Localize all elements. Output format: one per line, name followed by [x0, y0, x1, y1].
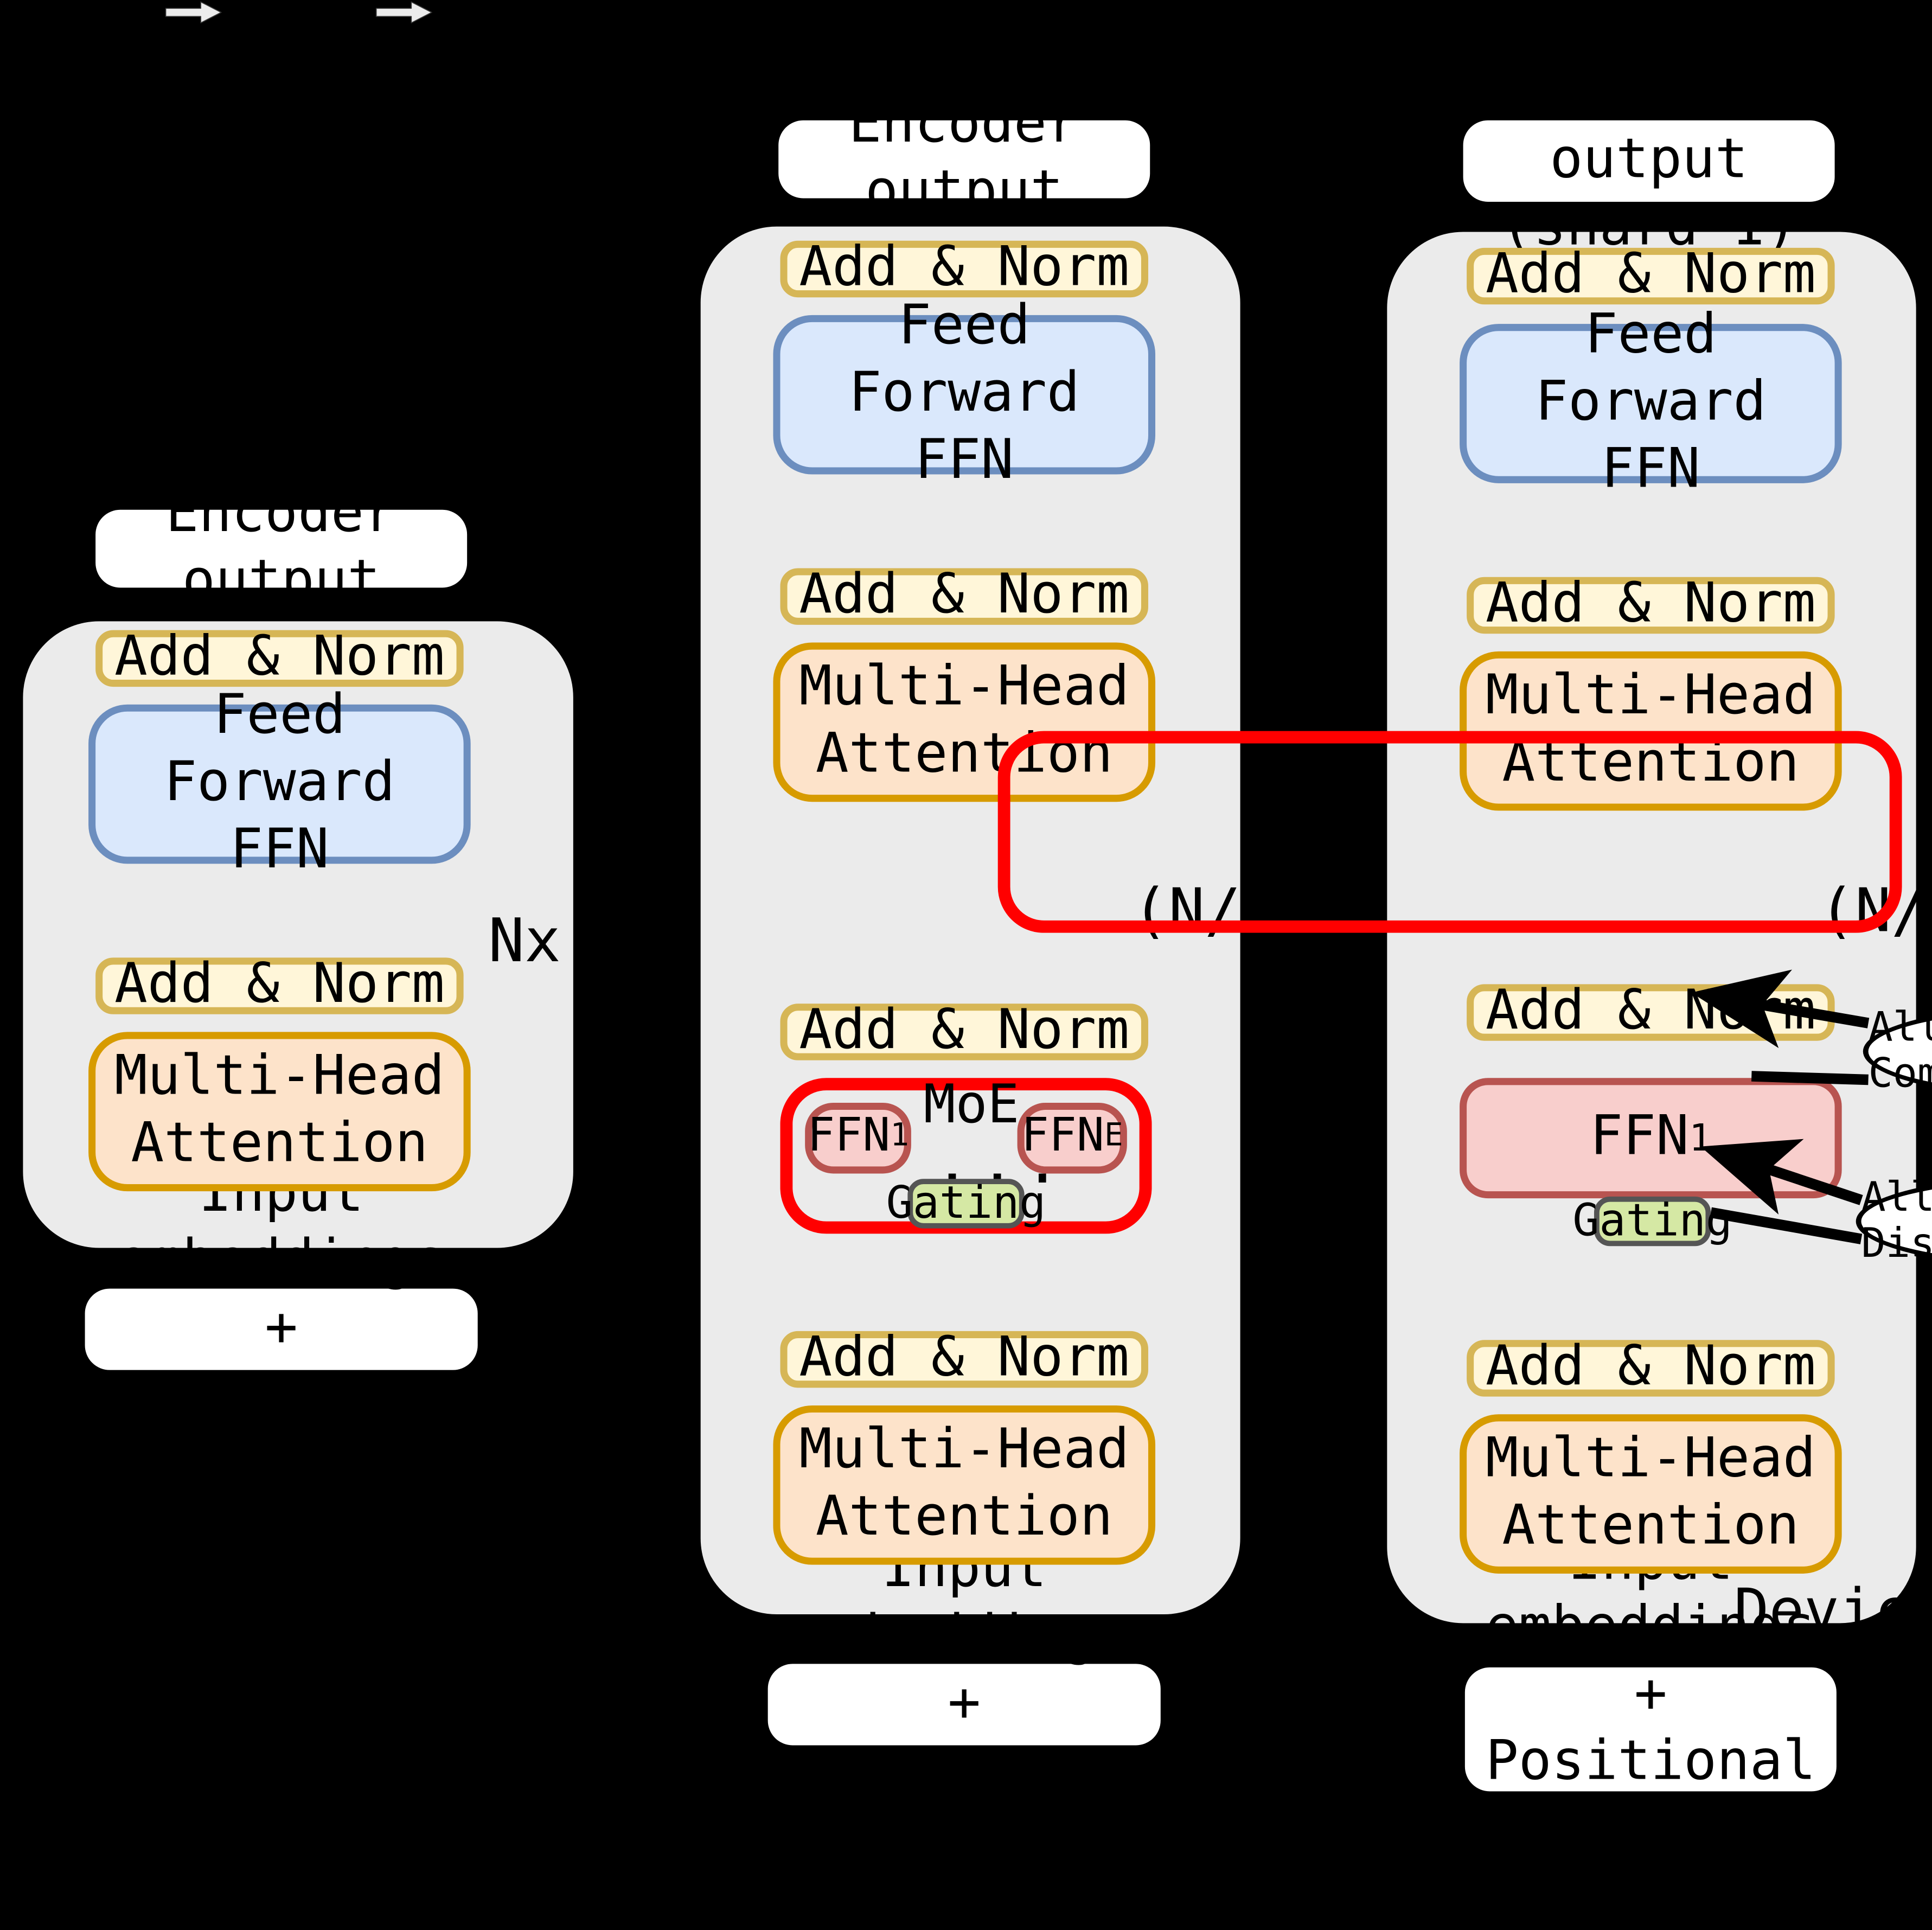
col2-moe-group	[780, 1078, 1152, 1234]
col2-input-embeddings: Input embeddings + Positional embeddings	[767, 1537, 1161, 1869]
col2-moe-label: MoE	[923, 1074, 1020, 1136]
col3-input-embeddings: Input embeddings + Positional embeddings…	[1464, 1529, 1837, 1927]
col3-add-norm-2: Add & Norm	[1467, 979, 1835, 1043]
col3-encoder-output: Encoder output (shard 1)	[1463, 61, 1835, 258]
col2-add-norm-4: Add & Norm	[780, 235, 1148, 299]
col2-encoder-output: Encoder output	[778, 92, 1150, 223]
col2-add-norm-1: Add & Norm	[780, 1326, 1148, 1390]
col1-input-embeddings: Input embeddings + Positional embeddings	[85, 1162, 478, 1493]
all-to-all-combine-ellipse: All-to-All Combine	[1863, 1004, 1932, 1100]
col1-add-norm-1: Add & Norm	[95, 953, 464, 1016]
col2-repeat-label: (N/2)x	[1132, 876, 1350, 947]
col3-attention-1: Multi-Head Attention	[1460, 1414, 1842, 1574]
col2-feed-forward: Feed Forward FFN	[773, 295, 1156, 492]
col3-attention-2: Multi-Head Attention	[1460, 651, 1842, 811]
col2-attention-1: Multi-Head Attention	[773, 1405, 1156, 1565]
col2-add-norm-3: Add & Norm	[780, 563, 1148, 627]
sharded-moe-group	[998, 731, 1902, 934]
col3-add-norm-1: Add & Norm	[1467, 1335, 1835, 1398]
stage-arrow-2	[375, 1, 432, 24]
col3-gating: Gating	[1572, 1194, 1732, 1247]
col1-repeat-label: Nx	[488, 906, 561, 977]
col1-encoder-output: Encoder output	[95, 482, 468, 612]
col1-add-norm-2: Add & Norm	[95, 625, 464, 689]
col3-add-norm-4: Add & Norm	[1467, 242, 1835, 306]
col2-add-norm-2: Add & Norm	[780, 999, 1148, 1062]
col3-feed-forward: Feed Forward FFN	[1460, 303, 1842, 501]
diagram-canvas: Encoder output Nx Input embeddings + Pos…	[0, 1, 1932, 1792]
stage-arrow-1	[165, 1, 222, 24]
col1-attention: Multi-Head Attention	[88, 1032, 471, 1192]
col1-feed-forward: Feed Forward FFN	[88, 683, 471, 881]
col3-add-norm-3: Add & Norm	[1467, 572, 1835, 636]
col2-gating: Gating	[886, 1177, 1046, 1229]
